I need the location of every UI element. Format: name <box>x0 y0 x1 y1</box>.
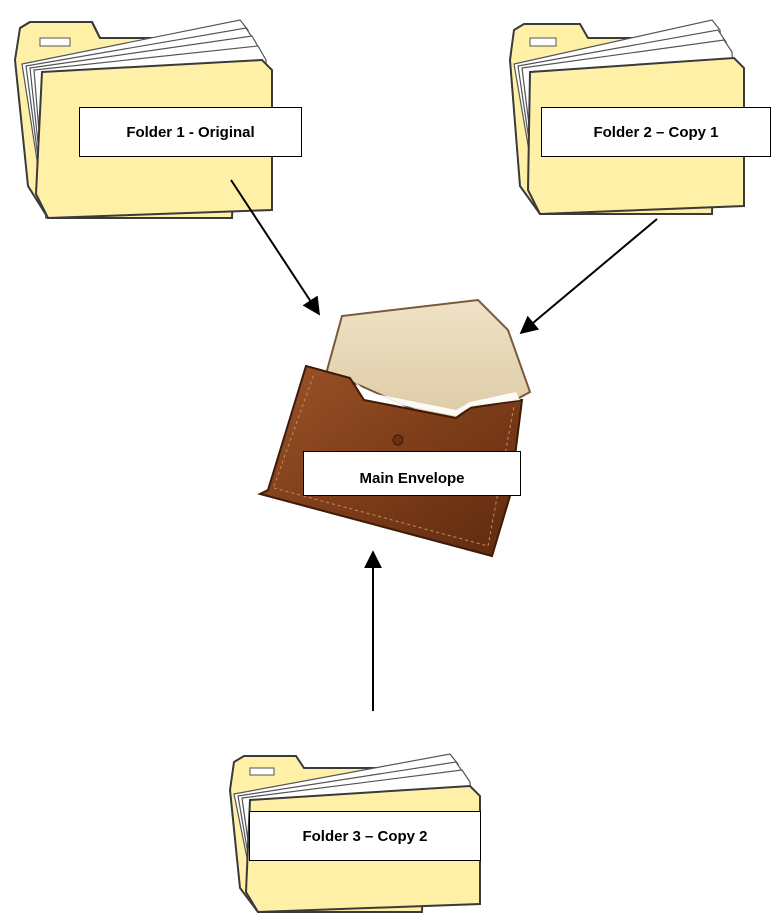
edge-folder2-to-envelope <box>519 218 658 335</box>
folder2-label: Folder 2 – Copy 1 <box>541 107 771 157</box>
edge-folder1-to-envelope <box>230 179 320 316</box>
envelope-label: Main Envelope <box>303 451 521 496</box>
folder3-label: Folder 3 – Copy 2 <box>249 811 481 861</box>
folder1-label: Folder 1 - Original <box>79 107 302 157</box>
envelope-icon <box>257 298 532 558</box>
